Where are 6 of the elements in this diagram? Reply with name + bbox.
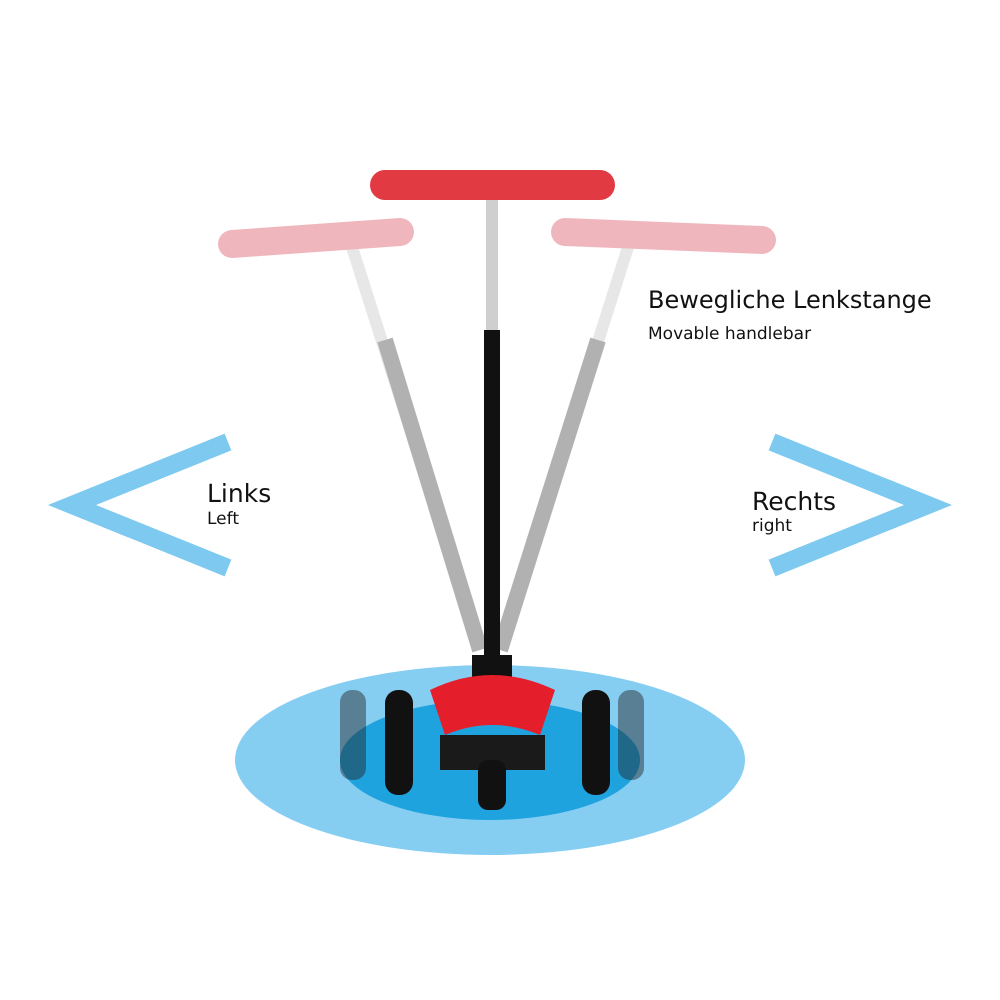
feature-subheading: Movable handlebar: [648, 325, 812, 344]
direction-sublabel: right: [752, 517, 792, 536]
direction-label: Rechts: [752, 488, 836, 516]
feature-heading: Bewegliche Lenkstange: [648, 287, 932, 314]
direction-label: Links: [207, 480, 272, 508]
direction-sublabel: Left: [207, 510, 239, 529]
